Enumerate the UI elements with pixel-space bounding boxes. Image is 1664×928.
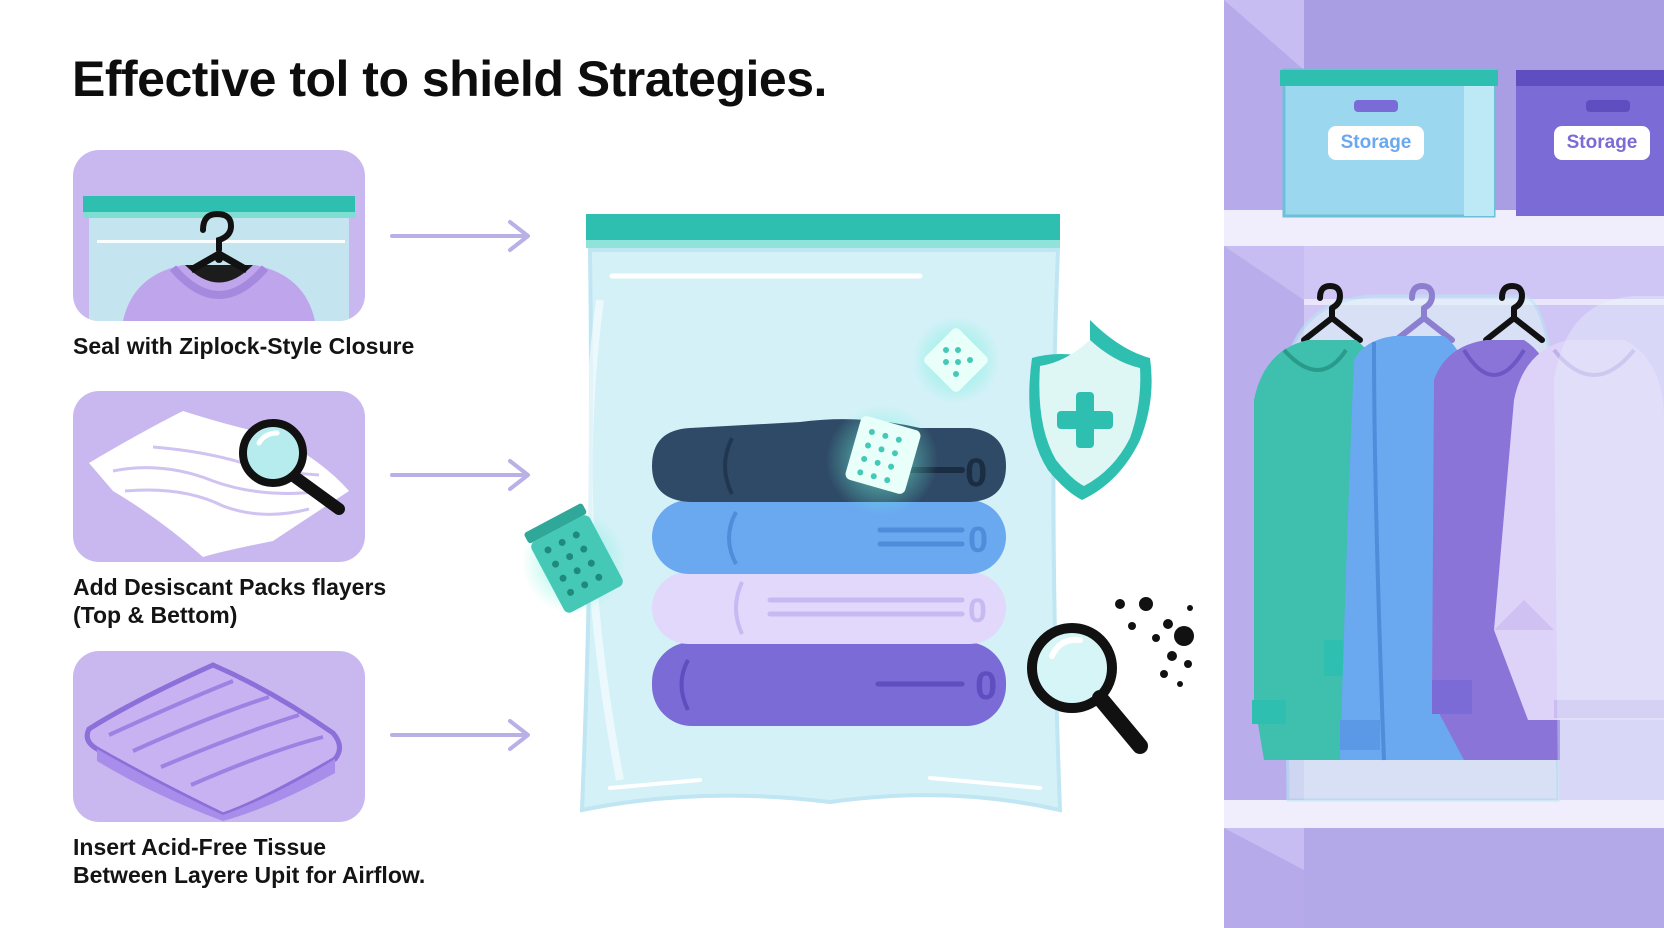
- step-label-desiccant: Add Desiscant Packs flayers (Top & Betto…: [73, 574, 387, 628]
- step-card-seal: [73, 150, 365, 321]
- desiccant-pack-icon: [912, 316, 1000, 404]
- step-card-tissue: [73, 651, 365, 822]
- step-label-seal: Seal with Ziplock-Style Closure: [73, 333, 415, 359]
- storage-box-label-2: Storage: [1566, 132, 1638, 153]
- storage-box-purple: [1516, 70, 1664, 216]
- hanger-icon: [83, 196, 355, 321]
- tissue-magnifier-icon: [89, 411, 349, 557]
- arrow-right-icon: [390, 719, 530, 751]
- arrow-right-icon: [390, 459, 530, 491]
- storage-box-teal: [1280, 68, 1498, 218]
- step-label-tissue: Insert Acid-Free Tissue Between Layere U…: [73, 834, 426, 888]
- closet-jacket-lavender: [1494, 340, 1664, 720]
- shield-plus-icon: [1029, 320, 1152, 500]
- magnifier-particles-icon: [1027, 597, 1194, 754]
- svg-text:0: 0: [975, 664, 997, 708]
- closet-illustration: Storage Storage: [1224, 0, 1664, 928]
- hanger-icon: [1301, 283, 1545, 343]
- desiccant-pack-icon: [522, 503, 626, 614]
- storage-box-label-1: Storage: [1340, 132, 1412, 153]
- step-card-desiccant: [73, 391, 365, 562]
- svg-text:0: 0: [965, 451, 987, 495]
- storage-bag-illustration: 0 0 0 0: [522, 214, 1194, 813]
- zip-seal-band: [586, 214, 1060, 240]
- folded-blanket-icon: [84, 662, 342, 821]
- svg-text:0: 0: [968, 592, 987, 630]
- svg-text:0: 0: [968, 519, 988, 560]
- page-title: Effective tol to shield Strategies.: [72, 51, 827, 107]
- desiccant-pack-icon: [826, 404, 938, 516]
- arrow-right-icon: [390, 220, 530, 252]
